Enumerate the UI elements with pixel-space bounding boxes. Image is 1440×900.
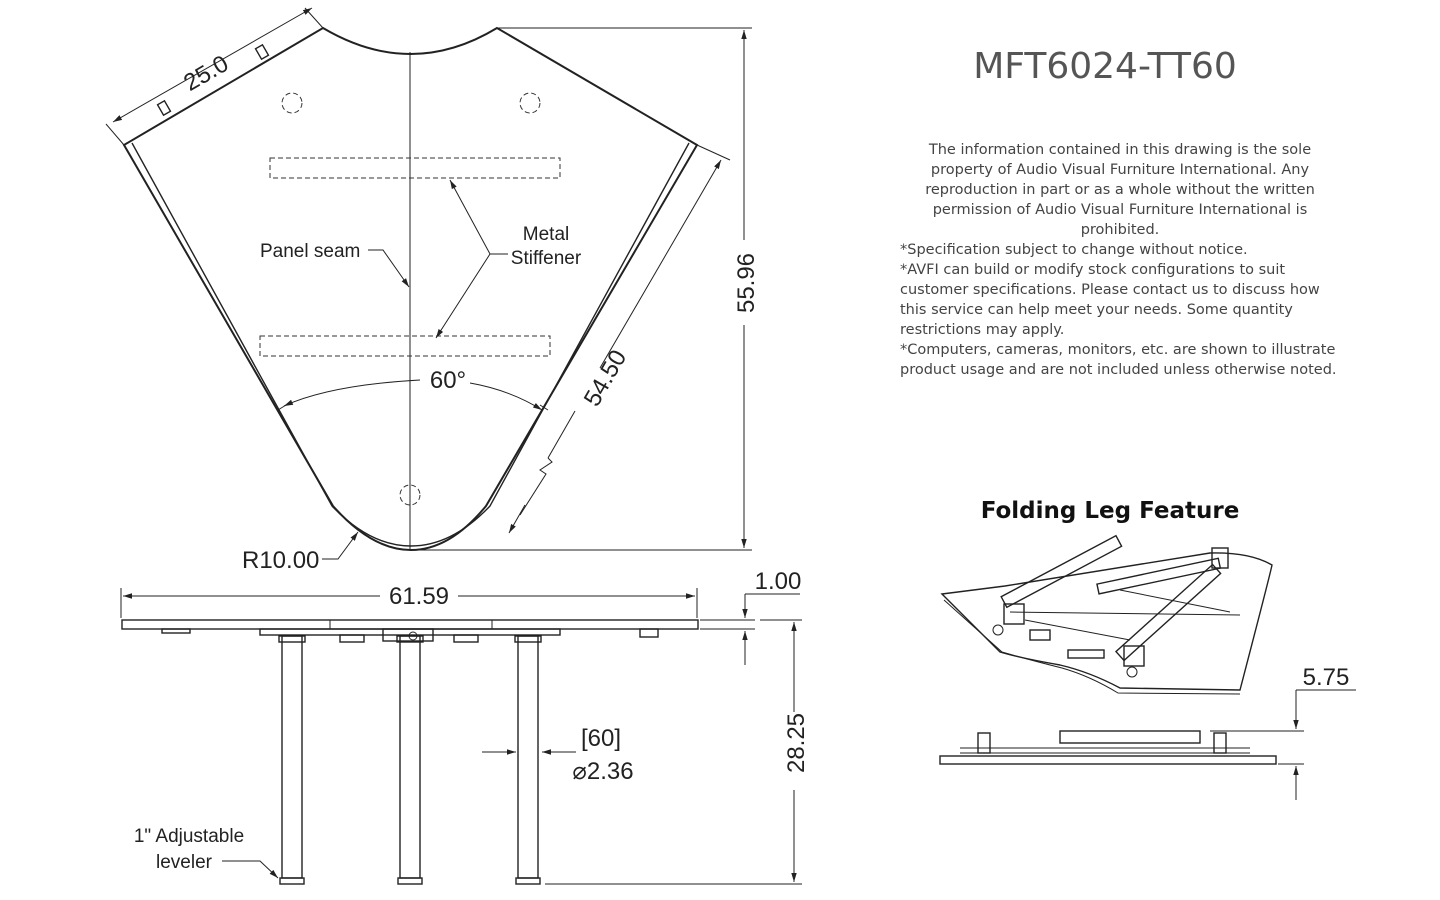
model-title: MFT6024-TT60: [973, 46, 1237, 87]
dim-folded-height: 5.75: [1303, 664, 1350, 691]
leveler-left: [279, 877, 305, 885]
panel-seam-label: Panel seam: [260, 241, 360, 262]
property-notice: The information contained in this drawin…: [925, 142, 1315, 238]
stiffener-label-line2: Stiffener: [511, 248, 582, 269]
angle-label: 60°: [430, 367, 466, 394]
radius-label: R10.00: [242, 547, 319, 574]
dim-width: 61.59: [389, 583, 449, 610]
grommet-hole-left: [281, 92, 303, 114]
dim-side: 54.50: [579, 345, 632, 411]
leveler-label-line2: leveler: [156, 852, 213, 873]
leg-right: [517, 635, 539, 879]
front-view: 61.59 [60] ⌀2.36 1.00: [120, 568, 810, 885]
leveler-right: [515, 877, 541, 885]
leg-center: [399, 635, 421, 879]
usage-notice: *Computers, cameras, monitors, etc. are …: [900, 342, 1337, 378]
front-tabletop: [121, 619, 699, 630]
leveler-center: [397, 877, 423, 885]
folding-leg-view: 5.75: [939, 534, 1356, 800]
leg-diameter-dim: ⌀2.36: [572, 758, 633, 785]
leg-left: [281, 635, 303, 879]
dim-top-edge: 25.0: [179, 50, 233, 97]
dim-height-top: 55.96: [733, 253, 760, 313]
spec-notice: *Specification subject to change without…: [900, 242, 1248, 258]
stiffener-label-line1: Metal: [523, 224, 569, 245]
dim-top-thickness: 1.00: [755, 568, 802, 595]
metal-stiffener-lower: [259, 335, 551, 357]
custom-notice: *AVFI can build or modify stock configur…: [900, 262, 1320, 338]
folding-leg-title: Folding Leg Feature: [980, 498, 1240, 524]
grommet-hole-right: [519, 92, 541, 114]
metal-stiffener-upper: [269, 157, 561, 179]
dim-height-front: 28.25: [783, 713, 810, 773]
grommet-hole-bottom: [399, 484, 421, 506]
notes-block: The information contained in this drawin…: [900, 140, 1340, 380]
leg-bracket-dim: [60]: [581, 725, 621, 752]
tabletop-outline: [122, 26, 699, 552]
top-view: 25.0 55.96 54.50 60° Panel seam Metal St…: [105, 7, 760, 574]
leveler-label-line1: 1" Adjustable: [134, 826, 244, 847]
